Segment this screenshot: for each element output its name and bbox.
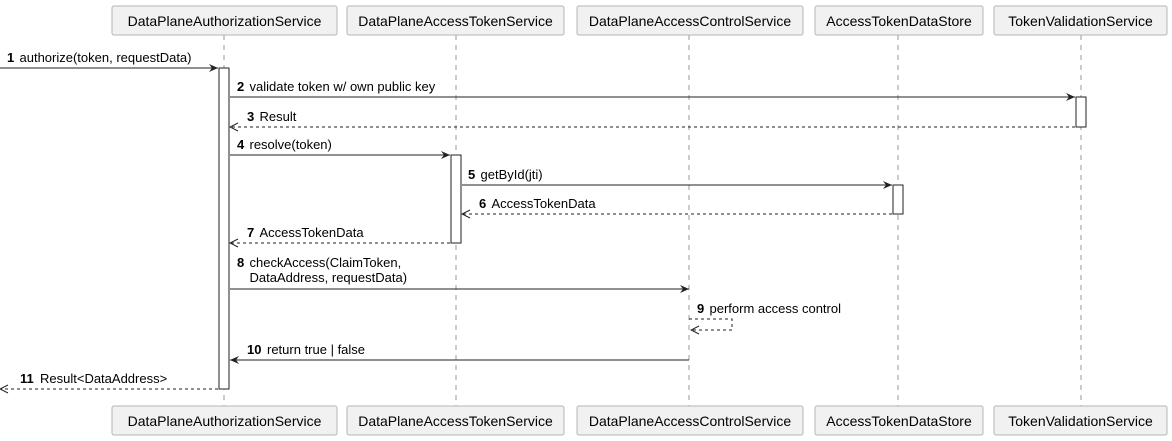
participant-store-bottom: AccessTokenDataStore bbox=[814, 405, 984, 436]
message-label: AccessTokenData bbox=[260, 225, 365, 240]
participant-label: DataPlaneAccessTokenService bbox=[358, 413, 553, 429]
message-4: 4 resolve(token) bbox=[230, 137, 450, 159]
message-number: 3 bbox=[247, 109, 254, 124]
message-label: return true | false bbox=[267, 342, 365, 357]
message-number: 6 bbox=[479, 196, 486, 211]
message-label: resolve(token) bbox=[250, 137, 332, 152]
participant-box bbox=[814, 405, 984, 436]
message-label: Result<DataAddress> bbox=[40, 371, 167, 386]
message-6: 6 AccessTokenData bbox=[462, 196, 892, 214]
participant-label: TokenValidationService bbox=[1008, 13, 1153, 29]
activation-bar-auth bbox=[218, 67, 230, 390]
participant-label: AccessTokenDataStore bbox=[826, 413, 972, 429]
message-10: 10 return true | false bbox=[230, 342, 689, 364]
participant-label: DataPlaneAccessControlService bbox=[589, 413, 792, 429]
participant-label: TokenValidationService bbox=[1008, 413, 1153, 429]
participant-box bbox=[346, 5, 565, 36]
message-11: 11 Result<DataAddress> bbox=[0, 371, 218, 389]
message-3: 3 Result bbox=[230, 109, 1075, 127]
message-7: 7 AccessTokenData bbox=[230, 225, 450, 243]
participant-box bbox=[346, 405, 565, 436]
message-9: 9 perform access control bbox=[689, 301, 841, 330]
message-number: 8 bbox=[237, 255, 244, 270]
participant-box bbox=[814, 5, 984, 36]
participant-token-bottom: DataPlaneAccessTokenService bbox=[346, 405, 565, 436]
message-number: 7 bbox=[247, 225, 254, 240]
participant-valid-top: TokenValidationService bbox=[993, 5, 1168, 36]
activation-bar-valid bbox=[1075, 96, 1087, 128]
participant-box bbox=[111, 405, 338, 436]
message-number: 5 bbox=[468, 167, 475, 182]
participant-box bbox=[993, 5, 1168, 36]
message-label: getById(jti) bbox=[481, 167, 543, 182]
message-8: 8 checkAccess(ClaimToken,DataAddress, req… bbox=[230, 255, 689, 293]
participant-box bbox=[576, 405, 804, 436]
message-number: 2 bbox=[237, 79, 244, 94]
message-1: 1 authorize(token, requestData) bbox=[0, 50, 218, 72]
participant-store-top: AccessTokenDataStore bbox=[814, 5, 984, 36]
participant-box bbox=[111, 5, 338, 36]
message-5: 5 getById(jti) bbox=[462, 167, 892, 189]
participant-label: DataPlaneAccessTokenService bbox=[358, 13, 553, 29]
message-label: Result bbox=[260, 109, 297, 124]
participant-box bbox=[576, 5, 804, 36]
message-number: 11 bbox=[20, 371, 34, 386]
participant-label: DataPlaneAccessControlService bbox=[589, 13, 792, 29]
participant-valid-bottom: TokenValidationService bbox=[993, 405, 1168, 436]
participant-ctrl-bottom: DataPlaneAccessControlService bbox=[576, 405, 804, 436]
participant-label: DataPlaneAuthorizationService bbox=[128, 413, 322, 429]
activation-bar-store bbox=[892, 184, 904, 215]
message-arrow bbox=[689, 318, 733, 330]
message-number: 4 bbox=[237, 137, 245, 152]
message-number: 10 bbox=[247, 342, 261, 357]
activation-bar-token bbox=[450, 154, 462, 244]
message-label: perform access control bbox=[710, 301, 842, 316]
participant-auth-top: DataPlaneAuthorizationService bbox=[111, 5, 338, 36]
participant-auth-bottom: DataPlaneAuthorizationService bbox=[111, 405, 338, 436]
participant-label: DataPlaneAuthorizationService bbox=[128, 13, 322, 29]
message-label: validate token w/ own public key bbox=[250, 79, 436, 94]
message-2: 2 validate token w/ own public key bbox=[230, 79, 1075, 101]
participant-token-top: DataPlaneAccessTokenService bbox=[346, 5, 565, 36]
message-label: DataAddress, requestData) bbox=[250, 270, 408, 285]
message-number: 9 bbox=[697, 301, 704, 316]
participant-ctrl-top: DataPlaneAccessControlService bbox=[576, 5, 804, 36]
message-number: 1 bbox=[7, 50, 14, 65]
participant-box bbox=[993, 405, 1168, 436]
message-label: authorize(token, requestData) bbox=[20, 50, 192, 65]
message-label: AccessTokenData bbox=[492, 196, 597, 211]
message-label: checkAccess(ClaimToken, bbox=[250, 255, 402, 270]
participant-label: AccessTokenDataStore bbox=[826, 13, 972, 29]
